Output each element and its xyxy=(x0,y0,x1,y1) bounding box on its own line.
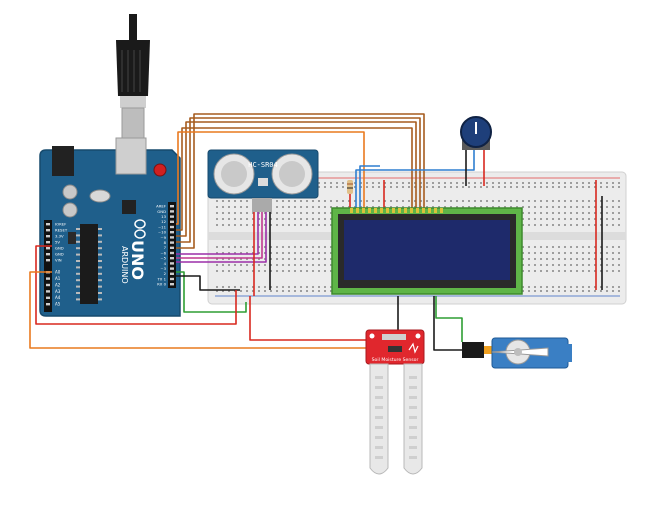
power-pin-label: RESET xyxy=(55,228,68,233)
digital-pin-label: ~3 xyxy=(160,266,166,271)
chip-pins xyxy=(76,228,102,301)
analog-pin-label: A0 xyxy=(55,270,61,275)
digital-pin-label: TX 1 xyxy=(156,276,166,281)
probe-traces xyxy=(375,376,417,459)
lcd-screen xyxy=(344,220,510,280)
atmega-chip xyxy=(80,224,98,304)
digital-pin-label: ~11 xyxy=(158,224,167,229)
analog-pin-label: A1 xyxy=(55,276,61,281)
power-pin-label: 3.3V xyxy=(55,234,64,239)
digital-pin-label: ~10 xyxy=(158,230,167,235)
power-analog-header xyxy=(44,220,52,312)
power-pin-label: GND xyxy=(55,252,64,257)
soil-sensor-label: Soil Moisture Sensor xyxy=(372,357,419,363)
digital-pin-label: 8 xyxy=(164,240,167,245)
digital-pin-label: GND xyxy=(157,209,166,214)
digital-pin-label: 2 xyxy=(164,271,167,276)
crystal-oscillator xyxy=(89,189,111,203)
digital-header xyxy=(168,202,176,288)
arduino-maker-label: ARDUINO xyxy=(120,246,129,284)
flame-logo-icon xyxy=(408,342,419,354)
lcd-display[interactable] xyxy=(331,207,523,295)
arduino-brand-label: UNO xyxy=(128,240,147,280)
digital-pin-holes xyxy=(170,205,174,286)
servo-motor[interactable] xyxy=(462,337,572,369)
arduino-uno-board[interactable]: ARDUINO UNO AREFGND1312~11~10~987~6~54~3… xyxy=(39,137,181,317)
digital-pin-label: ~9 xyxy=(160,235,166,240)
lcd-header-pins xyxy=(350,208,443,213)
power-pin-label: 5V xyxy=(55,240,60,245)
digital-pin-label: 7 xyxy=(164,245,167,250)
digital-pin-label: 4 xyxy=(164,261,167,266)
ultrasonic-label: HC-SR04 xyxy=(248,161,278,169)
analog-pin-label: A2 xyxy=(55,282,61,287)
usb-cable xyxy=(116,14,150,139)
analog-pin-label: A4 xyxy=(55,295,61,300)
potentiometer[interactable] xyxy=(460,116,492,150)
power-pin-label: IOREF xyxy=(55,222,66,227)
digital-pin-label: 13 xyxy=(161,214,166,219)
digital-pin-label: RX 0 xyxy=(157,282,166,287)
dc-power-jack xyxy=(52,146,74,176)
reset-button[interactable] xyxy=(153,163,167,177)
analog-pin-label: A5 xyxy=(55,302,61,307)
soil-moisture-sensor[interactable]: Soil Moisture Sensor xyxy=(365,329,425,475)
power-pin-label: VIN xyxy=(55,258,62,263)
digital-pin-label: 12 xyxy=(161,219,166,224)
digital-pin-label: ~5 xyxy=(160,256,166,261)
usb-jack xyxy=(115,137,147,175)
capacitor-icon xyxy=(62,184,78,200)
digital-pin-label: AREF xyxy=(156,204,166,209)
capacitor-icon xyxy=(62,202,78,218)
usb-chip xyxy=(122,200,136,214)
power-pin-label: GND xyxy=(55,246,64,251)
arduino-logo-icon xyxy=(134,219,146,239)
resistor xyxy=(347,180,353,194)
ultrasonic-sensor[interactable]: HC-SR04 xyxy=(207,149,319,212)
analog-pin-label: A3 xyxy=(55,289,61,294)
digital-pin-label: ~6 xyxy=(160,250,166,255)
